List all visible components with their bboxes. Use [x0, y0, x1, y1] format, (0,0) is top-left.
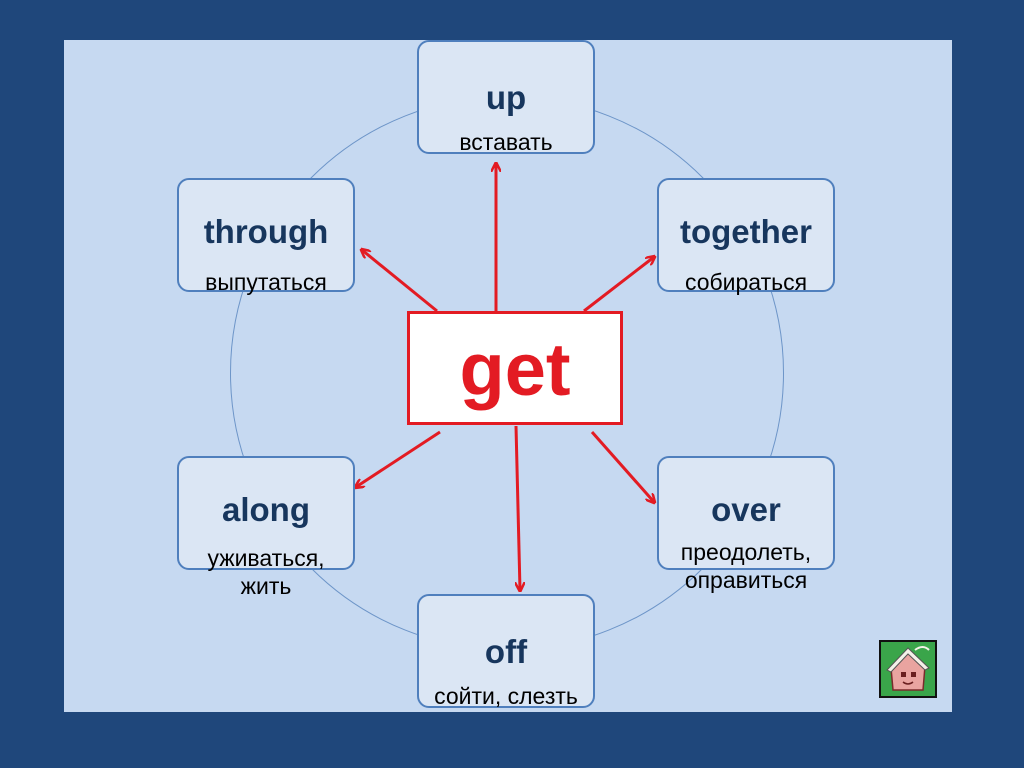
card-word: over	[711, 491, 781, 528]
card-over: over преодолеть, оправиться	[657, 456, 835, 593]
card-meaning: преодолеть, оправиться	[680, 539, 812, 593]
arrow-layer	[64, 40, 952, 712]
arrow-off	[514, 425, 520, 590]
arrow-along	[356, 430, 441, 487]
slide: up вставать together собираться over пре…	[64, 40, 952, 712]
card-along: along уживаться, жить	[177, 456, 355, 599]
arrow-together	[583, 257, 654, 313]
card-through: through выпутаться	[177, 178, 355, 295]
arrow-through	[362, 250, 438, 313]
card-meaning: уживаться, жить	[207, 545, 325, 599]
arrow-over	[590, 431, 654, 502]
card-word: together	[680, 213, 812, 250]
card-word: up	[485, 79, 527, 116]
card-meaning: сойти, слезть	[434, 683, 578, 709]
card-meaning: вставать	[459, 129, 553, 155]
center-word: get	[459, 328, 571, 411]
card-word: through	[203, 213, 329, 250]
house-icon[interactable]	[879, 640, 937, 698]
card-off: off сойти, слезть	[417, 594, 595, 709]
house-icon-graphic	[881, 642, 935, 696]
center-word-box: get	[407, 311, 623, 425]
card-meaning: выпутаться	[205, 269, 327, 295]
card-word: off	[484, 633, 528, 670]
card-word: along	[222, 491, 310, 528]
card-meaning: собираться	[684, 269, 808, 295]
card-up: up вставать	[417, 40, 595, 155]
card-together: together собираться	[657, 178, 835, 295]
